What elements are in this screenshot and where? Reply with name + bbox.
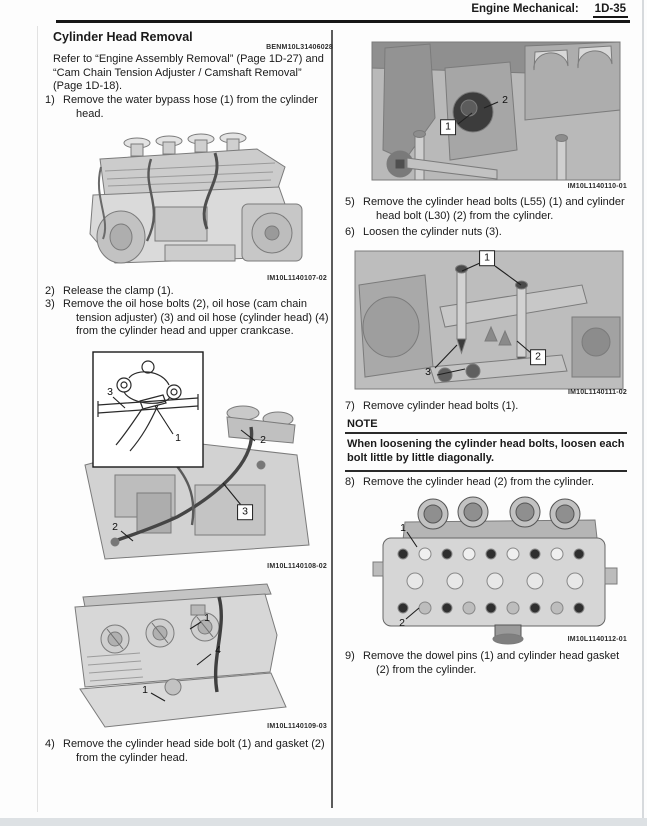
page-header: Engine Mechanical: 1D-35 [471, 3, 628, 18]
callout-2: 2 [502, 93, 508, 106]
step-number: 5) [345, 196, 355, 208]
callout-1: 1 [142, 683, 148, 696]
note-label: NOTE [347, 418, 378, 430]
page-bottom-edge [0, 818, 647, 826]
engine-overview-illustration [89, 132, 303, 264]
step-9: 9) Remove the dowel pins (1) and cylinde… [345, 650, 633, 677]
step-7: 7) Remove cylinder head bolts (1). [345, 400, 633, 414]
step-number: 1) [45, 94, 55, 106]
figure-cylinder-top: 1 2 IM10L1140112-01 [345, 492, 633, 645]
step-text: Loosen the cylinder nuts (3). [363, 226, 502, 238]
head-side-bolt-illustration [74, 583, 287, 728]
figure-head-bolt-hole: 2 1 IM10L1140110-01 [345, 38, 633, 192]
doc-code: BENM10L31406028 [266, 44, 333, 51]
callout-1-boxed: 1 [479, 250, 495, 266]
callout-3: 3 [107, 385, 113, 398]
header-rule [56, 20, 630, 23]
step-text: Remove cylinder head bolts (1). [363, 400, 519, 412]
step-number: 4) [45, 738, 55, 750]
step-8: 8) Remove the cylinder head (2) from the… [345, 476, 633, 490]
step-text: Remove the cylinder head side bolt (1) a… [63, 738, 325, 764]
header-section-title: Engine Mechanical: [471, 3, 579, 15]
callout-2: 2 [260, 433, 266, 446]
step-number: 7) [345, 400, 355, 412]
figure-head-side-bolt: 1 4 1 IM10L1140109-03 [45, 575, 333, 732]
head-bolt-hole-illustration [371, 41, 621, 181]
figure-caption: IM10L1140110-01 [567, 183, 627, 190]
callout-3-boxed: 3 [237, 504, 253, 520]
callout-1-boxed: 1 [440, 119, 456, 135]
note-text: When loosening the cylinder head bolts, … [345, 432, 627, 472]
figure-caption: IM10L1140111-02 [567, 389, 627, 396]
callout-1: 1 [400, 521, 406, 534]
callout-2: 2 [399, 616, 405, 629]
figure-engine-overview: IM10L1140107-02 [45, 127, 333, 284]
step-number: 3) [45, 298, 55, 310]
step-1: 1) Remove the water bypass hose (1) from… [45, 94, 333, 121]
right-page-edge [642, 0, 644, 818]
section-title: Cylinder Head Removal [53, 30, 193, 44]
step-6: 6) Loosen the cylinder nuts (3). [345, 226, 633, 240]
left-page-edge [37, 26, 38, 812]
figure-cylinder-nuts: 1 2 3 IM10L1140111-02 [345, 245, 633, 398]
step-number: 9) [345, 650, 355, 662]
callout-1: 1 [204, 611, 210, 624]
oil-hoses-illustration [84, 351, 310, 560]
step-text: Remove the dowel pins (1) and cylinder h… [363, 650, 620, 676]
left-column: Cylinder Head Removal BENM10L31406028 Re… [45, 30, 333, 818]
step-text: Release the clamp (1). [63, 285, 174, 297]
step-text: Remove the water bypass hose (1) from th… [63, 94, 318, 120]
step-number: 2) [45, 285, 55, 297]
callout-1: 1 [175, 431, 181, 444]
figure-caption: IM10L1140108-02 [267, 563, 327, 570]
step-number: 8) [345, 476, 355, 488]
callout-3: 3 [425, 365, 431, 378]
figure-caption: IM10L1140107-02 [267, 275, 327, 282]
figure-caption: IM10L1140109-03 [267, 723, 327, 730]
step-2: 2) Release the clamp (1). [45, 285, 333, 299]
figure-caption: IM10L1140112-01 [567, 636, 627, 643]
header-page-number: 1D-35 [592, 3, 628, 18]
callout-2-boxed: 2 [530, 349, 546, 365]
column-divider-line [331, 30, 333, 808]
cylinder-nuts-illustration [354, 250, 624, 390]
cylinder-top-illustration [372, 496, 618, 645]
callout-2: 2 [112, 520, 118, 533]
right-column: 2 1 IM10L1140110-01 5) Remove the cylind… [345, 30, 633, 818]
figure-oil-hoses: 3 1 2 3 2 IM10L1140108-02 [45, 343, 333, 572]
note-block: NOTE When loosening the cylinder head bo… [345, 418, 627, 472]
step-text: Remove the oil hose bolts (2), oil hose … [63, 298, 329, 337]
step-text: Remove the cylinder head (2) from the cy… [363, 476, 595, 488]
step-4: 4) Remove the cylinder head side bolt (1… [45, 738, 333, 765]
step-3: 3) Remove the oil hose bolts (2), oil ho… [45, 298, 333, 339]
step-number: 6) [345, 226, 355, 238]
step-text: Remove the cylinder head bolts (L55) (1)… [363, 196, 625, 222]
callout-4: 4 [215, 643, 221, 656]
step-5: 5) Remove the cylinder head bolts (L55) … [345, 196, 633, 223]
intro-paragraph: Refer to “Engine Assembly Removal” (Page… [53, 53, 324, 92]
